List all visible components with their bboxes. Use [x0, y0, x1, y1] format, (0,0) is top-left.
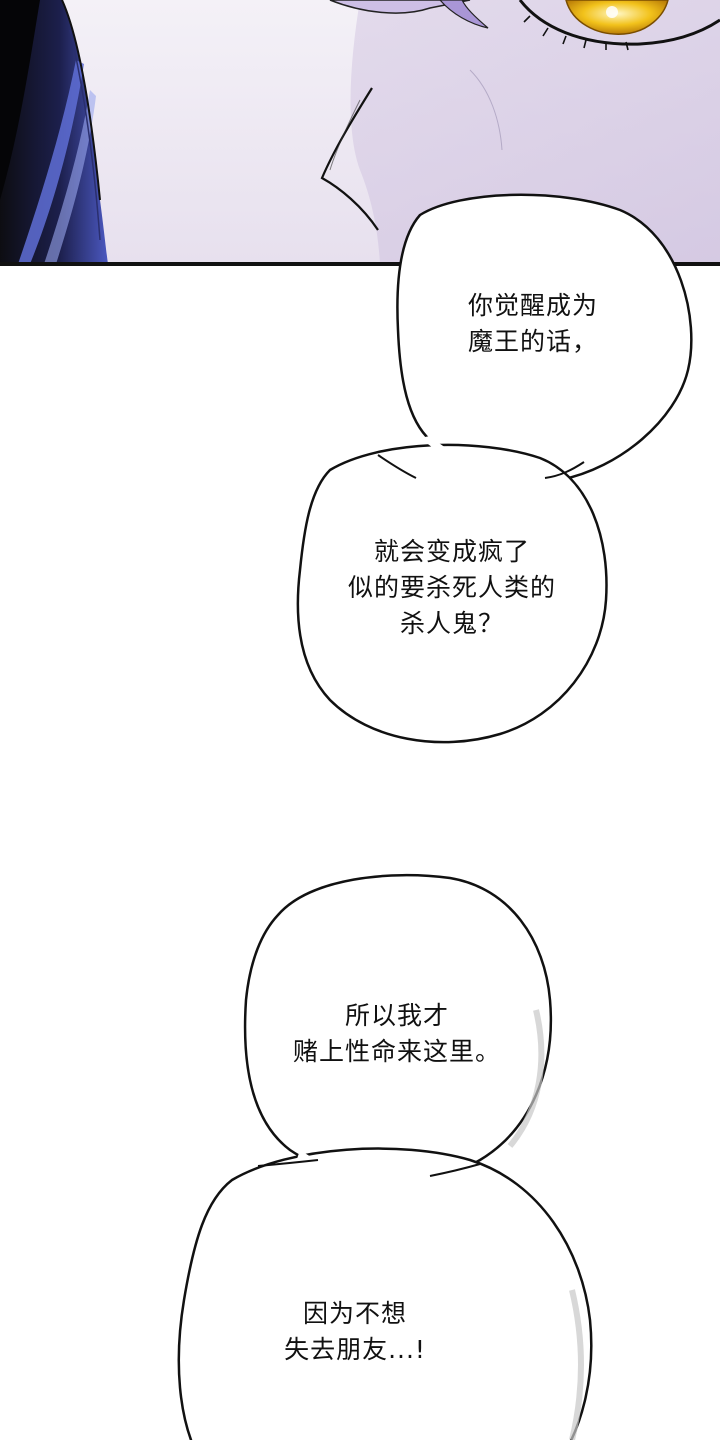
speech-line: 你觉醒成为 [467, 291, 598, 320]
speech-bubble-2-outline [296, 443, 608, 744]
speech-line: 失去朋友...! [284, 1335, 426, 1364]
speech-line: 因为不想 [302, 1299, 407, 1328]
panel-illustration [0, 0, 720, 266]
speech-line: 似的要杀死人类的 [347, 573, 556, 602]
speech-line: 所以我才 [344, 1001, 449, 1030]
speech-line: 赌上性命来这里。 [292, 1037, 501, 1066]
panel-face-shadow [350, 0, 720, 264]
speech-bubble-4-outline [177, 1147, 593, 1440]
speech-line: 杀人鬼？ [399, 609, 504, 638]
speech-line: 魔王的话， [467, 327, 598, 356]
speech-bubble-3-text: 所以我才 赌上性命来这里。 [272, 998, 522, 1070]
speech-bubble-4-text: 因为不想 失去朋友...! [250, 1296, 460, 1368]
speech-bubble-3-outline [243, 873, 553, 1181]
speech-line: 就会变成疯了 [373, 537, 530, 566]
speech-bubble-1-outline [396, 193, 693, 484]
panel-eye [565, 0, 669, 35]
speech-bubble-2-text: 就会变成疯了 似的要杀死人类的 杀人鬼？ [322, 534, 582, 642]
speech-bubble-1-text: 你觉醒成为 魔王的话， [440, 288, 626, 360]
